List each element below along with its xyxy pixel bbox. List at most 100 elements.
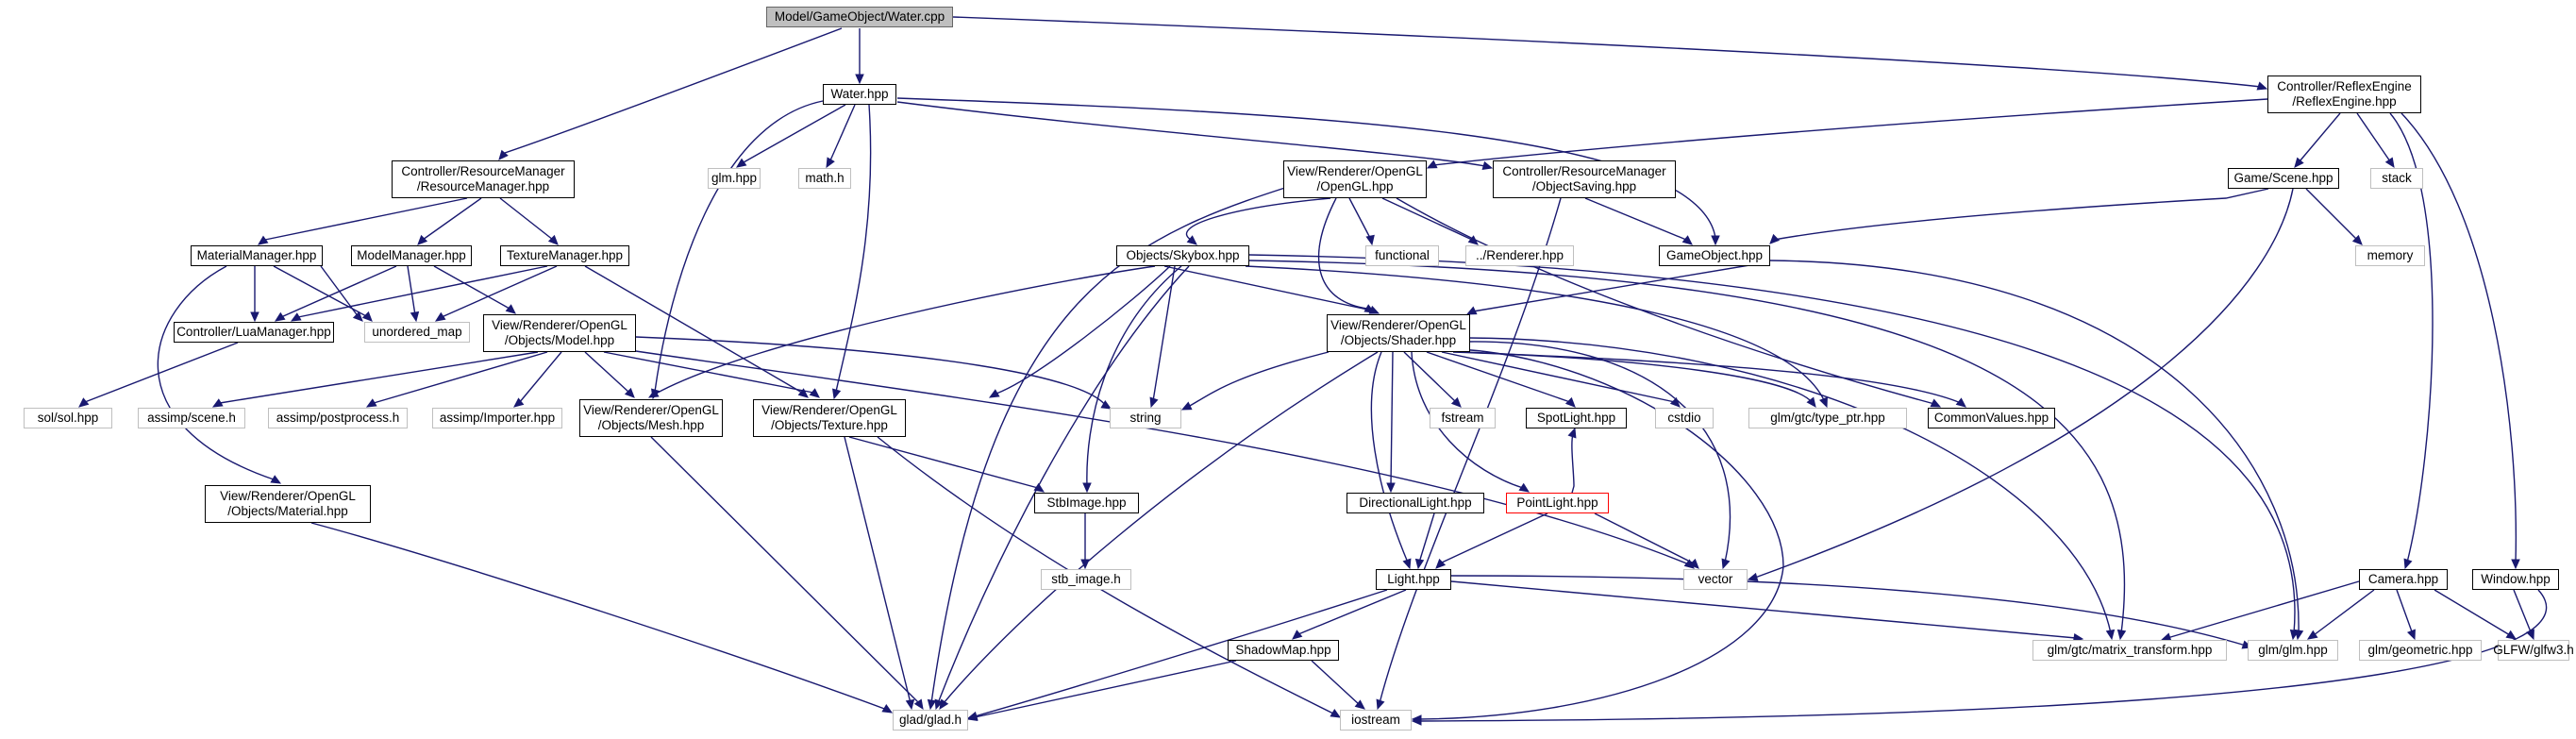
node-fstream[interactable]: fstream [1430,408,1496,428]
node-texture-manager[interactable]: TextureManager.hpp [500,245,629,266]
node-string[interactable]: string [1110,408,1181,428]
node-stbimage-hpp[interactable]: StbImage.hpp [1034,493,1139,513]
edge-layer [78,16,2548,726]
edge-arrowhead [939,698,949,711]
edge-arrowhead [1180,401,1193,411]
node-renderer-hpp[interactable]: ../Renderer.hpp [1465,245,1574,266]
node-lua-manager[interactable]: Controller/LuaManager.hpp [174,322,334,343]
node-cstdio[interactable]: cstdio [1655,408,1714,428]
node-sol-hpp[interactable]: sol/sol.hpp [24,408,112,428]
node-light-hpp[interactable]: Light.hpp [1376,569,1451,590]
node-material-manager[interactable]: MaterialManager.hpp [191,245,323,266]
node-skybox-hpp[interactable]: Objects/Skybox.hpp [1116,245,1249,266]
node-memory[interactable]: memory [2355,245,2425,266]
dependency-edge [441,265,558,318]
edge-arrowhead [2351,234,2363,245]
dependency-edge [655,265,1156,395]
dependency-edge [1348,197,1372,241]
node-object-saving[interactable]: Controller/ResourceManager /ObjectSaving… [1493,160,1676,198]
dependency-edge [2313,589,2375,636]
node-unordered-map[interactable]: unordered_map [364,322,470,343]
node-glm-hpp[interactable]: glm.hpp [708,168,761,189]
edge-arrowhead [1368,305,1380,314]
node-material-hpp[interactable]: View/Renderer/OpenGL /Objects/Material.h… [205,485,371,523]
dependency-edge [584,351,630,394]
node-window-hpp[interactable]: Window.hpp [2472,569,2559,590]
node-glad-h[interactable]: glad/glad.h [893,710,968,731]
node-glm-geometric[interactable]: glm/geometric.hpp [2359,640,2482,661]
node-assimp-importer[interactable]: assimp/Importer.hpp [432,408,562,428]
edge-arrowhead [361,311,373,322]
dependency-edge [2299,112,2341,162]
dependency-edge [1185,197,1331,241]
edge-arrowhead [1518,482,1531,493]
node-math-h[interactable]: math.h [798,168,851,189]
dependency-edge [1248,260,2126,634]
node-texture-hpp[interactable]: View/Renderer/OpenGL /Objects/Texture.hp… [753,399,906,437]
node-matrix-transform[interactable]: glm/gtc/matrix_transform.hpp [2032,640,2227,661]
dependency-edge [1411,351,1524,489]
edge-arrowhead [1481,160,1494,171]
dependency-edge [650,436,920,704]
node-directional-light[interactable]: DirectionalLight.hpp [1347,493,1484,513]
node-water-hpp[interactable]: Water.hpp [823,84,896,105]
edge-arrowhead [1769,233,1781,244]
node-mesh-hpp[interactable]: View/Renderer/OpenGL /Objects/Mesh.hpp [579,399,723,437]
node-shader-hpp[interactable]: View/Renderer/OpenGL /Objects/Shader.hpp [1327,314,1470,352]
dependency-edge [1450,580,2077,639]
node-model-manager[interactable]: ModelManager.hpp [351,245,472,266]
node-glfw3[interactable]: GLFW/glfw3.h [2493,640,2574,661]
node-vector[interactable]: vector [1683,569,1748,590]
dependency-edge [2434,589,2511,636]
edge-arrowhead [1376,698,1385,711]
edge-arrowhead [647,389,660,398]
dependency-edge [2356,112,2391,162]
node-common-values[interactable]: CommonValues.hpp [1928,408,2055,428]
dependency-edge [1594,512,1695,564]
node-pointlight-hpp[interactable]: PointLight.hpp [1506,493,1609,513]
edge-arrowhead [434,311,446,322]
node-iostream[interactable]: iostream [1340,710,1412,731]
node-water-cpp[interactable]: Model/GameObject/Water.cpp [766,7,953,27]
node-stack[interactable]: stack [2370,168,2423,189]
dependency-edge [1754,188,2294,579]
edge-arrowhead [1080,559,1090,570]
dependency-edge [1584,197,1687,241]
edge-arrowhead [1426,160,1438,169]
node-opengl-hpp[interactable]: View/Renderer/OpenGL /OpenGL.hpp [1283,160,1427,198]
edge-arrowhead [547,234,559,245]
edge-arrowhead [2256,81,2268,91]
node-glm-glm[interactable]: glm/glm.hpp [2248,640,2338,661]
dependency-edge [264,197,468,241]
node-gameobject-hpp[interactable]: GameObject.hpp [1659,245,1770,266]
edge-arrowhead [290,312,302,322]
node-stb-image-h[interactable]: stb_image.h [1041,569,1131,590]
node-type-ptr[interactable]: glm/gtc/type_ptr.hpp [1748,408,1907,428]
node-shadowmap-hpp[interactable]: ShadowMap.hpp [1228,640,1339,661]
dependency-edge [504,27,843,154]
edge-arrowhead [1465,306,1478,315]
edge-arrowhead [1435,558,1447,569]
edge-arrowhead [250,311,259,323]
dependency-edge [974,660,1237,718]
edge-arrowhead [78,397,90,408]
edge-arrowhead [2294,629,2304,641]
node-resource-manager[interactable]: Controller/ResourceManager /ResourceMana… [392,160,575,198]
node-assimp-scene[interactable]: assimp/scene.h [138,408,245,428]
dependency-edge [1769,260,2300,634]
edge-arrowhead [1402,558,1412,570]
node-camera-hpp[interactable]: Camera.hpp [2359,569,2448,590]
dependency-edge [1370,351,1409,563]
dependency-edge [433,265,510,310]
node-scene-hpp[interactable]: Game/Scene.hpp [2228,168,2339,189]
dependency-edge [877,436,1336,715]
edge-arrowhead [513,397,525,408]
dependency-edge [1464,351,1962,404]
node-functional[interactable]: functional [1365,245,1439,266]
node-model-hpp[interactable]: View/Renderer/OpenGL /Objects/Model.hpp [483,314,636,352]
dependency-edge [2389,112,2434,563]
node-assimp-postprocess[interactable]: assimp/postprocess.h [268,408,408,428]
node-spotlight-hpp[interactable]: SpotLight.hpp [1526,408,1627,428]
node-reflex-engine[interactable]: Controller/ReflexEngine /ReflexEngine.hp… [2267,76,2421,113]
dependency-edge [1396,197,1935,405]
